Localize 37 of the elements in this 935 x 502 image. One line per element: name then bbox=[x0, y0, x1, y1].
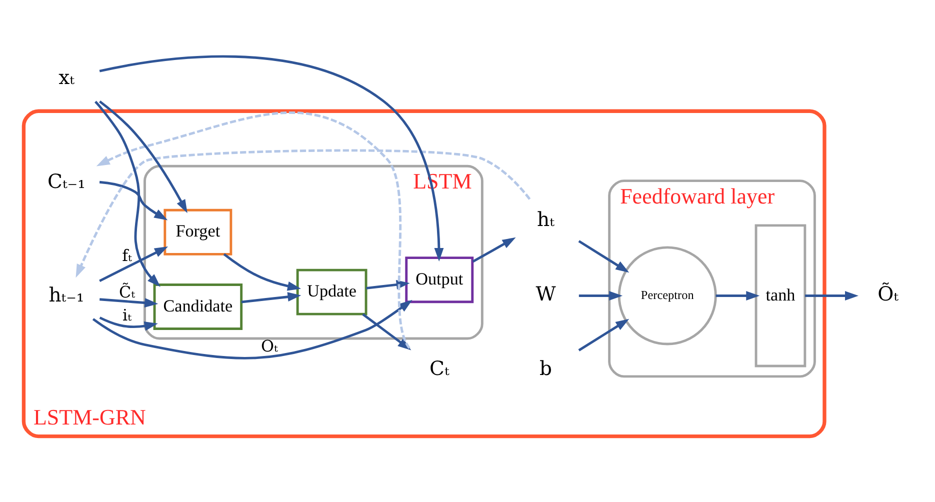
edge-label: iₜ bbox=[122, 306, 132, 325]
node-box: Candidate bbox=[153, 284, 243, 330]
arrow bbox=[362, 313, 412, 350]
node-text: hₜ bbox=[537, 208, 554, 231]
node-text: xₜ bbox=[58, 66, 74, 89]
node-text: Õₜ bbox=[878, 282, 898, 306]
arrow bbox=[578, 291, 623, 300]
arrow bbox=[241, 292, 302, 304]
arrow bbox=[94, 100, 160, 287]
node-text: b bbox=[539, 356, 552, 380]
edge-label: fₜ bbox=[122, 246, 132, 265]
node-box: Forget bbox=[164, 208, 232, 256]
arrow bbox=[578, 240, 630, 273]
arrow bbox=[99, 100, 188, 214]
node-text: hₜ₋₁ bbox=[48, 284, 84, 307]
arrow bbox=[99, 316, 158, 331]
arrow bbox=[100, 298, 158, 308]
node-box: Output bbox=[405, 256, 474, 304]
arrow bbox=[92, 300, 412, 360]
arrow bbox=[578, 318, 630, 352]
arrow bbox=[76, 149, 531, 278]
arrow bbox=[472, 237, 516, 263]
arrow bbox=[99, 246, 168, 282]
arrow bbox=[805, 291, 858, 300]
arrow bbox=[99, 180, 168, 220]
arrow bbox=[99, 55, 444, 262]
node-text: W bbox=[536, 282, 556, 306]
arrow bbox=[366, 280, 410, 290]
arrow bbox=[96, 112, 410, 349]
node-text: Cₜ bbox=[429, 356, 450, 380]
edge-label: C̃ₜ bbox=[118, 282, 136, 302]
node-text: Cₜ₋₁ bbox=[48, 170, 86, 193]
arrow bbox=[223, 253, 302, 291]
node-box: tanh bbox=[754, 224, 806, 368]
node-circle: Perceptron bbox=[618, 246, 717, 346]
node-box: Update bbox=[296, 268, 368, 316]
arrow bbox=[716, 291, 760, 300]
